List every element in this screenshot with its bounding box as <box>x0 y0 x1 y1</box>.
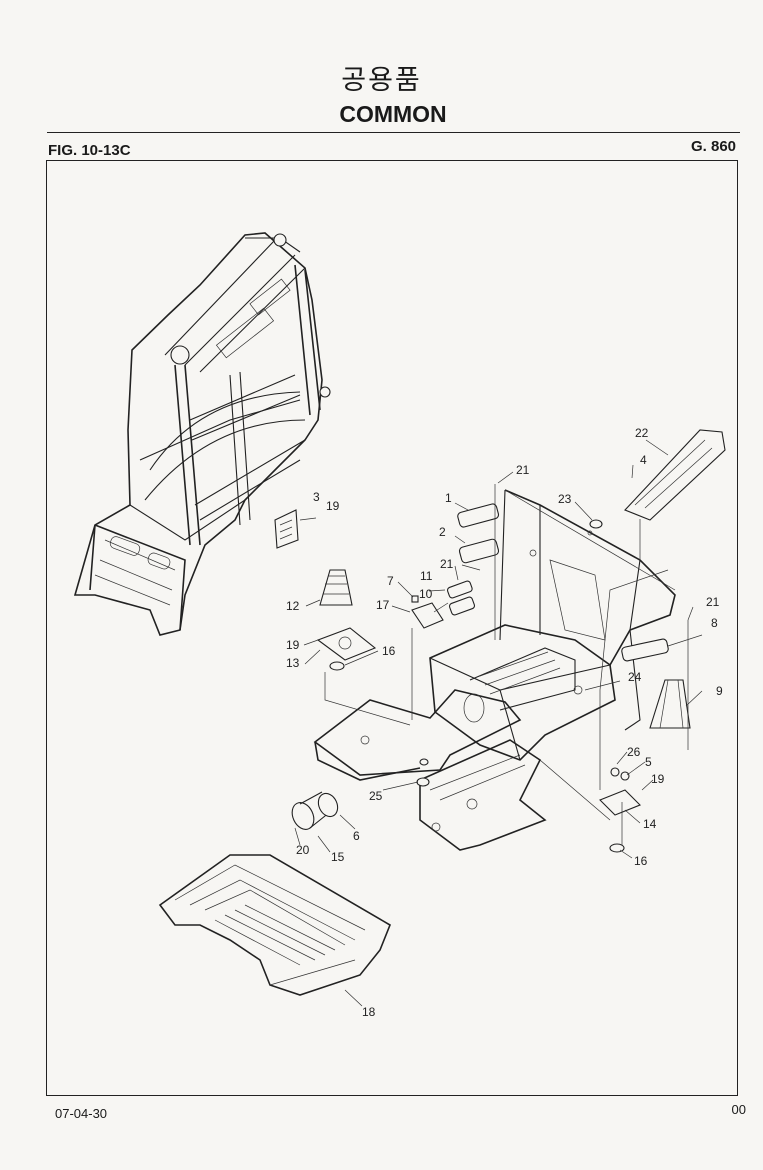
header-rule <box>47 132 740 133</box>
callout-19c: 19 <box>651 772 665 786</box>
callout-21b: 21 <box>440 557 454 571</box>
callout-14: 14 <box>643 817 657 831</box>
callout-19b: 19 <box>286 638 300 652</box>
callout-21a: 21 <box>516 463 530 477</box>
callout-17: 17 <box>376 598 390 612</box>
callout-1: 1 <box>445 491 452 505</box>
group-number: G. 860 <box>690 138 736 155</box>
title-korean: 공용품 <box>341 65 422 96</box>
callout-3: 3 <box>313 490 320 504</box>
callout-23: 23 <box>558 492 572 506</box>
callout-25: 25 <box>369 789 383 803</box>
callout-12: 12 <box>286 599 300 613</box>
callout-22: 22 <box>635 426 649 440</box>
callout-16a: 16 <box>382 644 396 658</box>
callout-26: 26 <box>627 745 641 759</box>
footer-page-number: 00 <box>731 1102 746 1117</box>
callout-20: 20 <box>296 843 310 857</box>
callout-21c: 21 <box>706 595 720 609</box>
callout-8: 8 <box>711 616 718 630</box>
figure-number: FIG. 10-13C <box>48 142 131 159</box>
footer-date: 07-04-30 <box>55 1106 108 1121</box>
drawing-frame <box>46 160 738 1096</box>
callout-2: 2 <box>439 525 446 539</box>
callout-labels: 1 2 3 4 5 6 7 8 9 10 11 12 13 14 15 16 1… <box>286 426 723 1019</box>
callout-4: 4 <box>640 453 647 467</box>
callout-5: 5 <box>645 755 652 769</box>
callout-15: 15 <box>331 850 345 864</box>
callout-9: 9 <box>716 684 723 698</box>
floor-plate-illustration <box>313 489 676 851</box>
callout-10: 10 <box>419 587 433 601</box>
callout-16b: 16 <box>634 854 648 868</box>
cab-frame-illustration <box>73 232 331 636</box>
callout-6: 6 <box>353 829 360 843</box>
callout-19a: 19 <box>326 499 340 513</box>
title-english: COMMON <box>339 101 447 127</box>
callout-18: 18 <box>362 1005 376 1019</box>
floor-mat-illustration <box>158 854 391 996</box>
callout-24: 24 <box>628 670 642 684</box>
callout-11: 11 <box>420 569 433 583</box>
leader-lines <box>294 439 703 1007</box>
small-parts <box>291 429 726 853</box>
callout-13: 13 <box>286 656 300 670</box>
callout-7: 7 <box>387 574 394 588</box>
